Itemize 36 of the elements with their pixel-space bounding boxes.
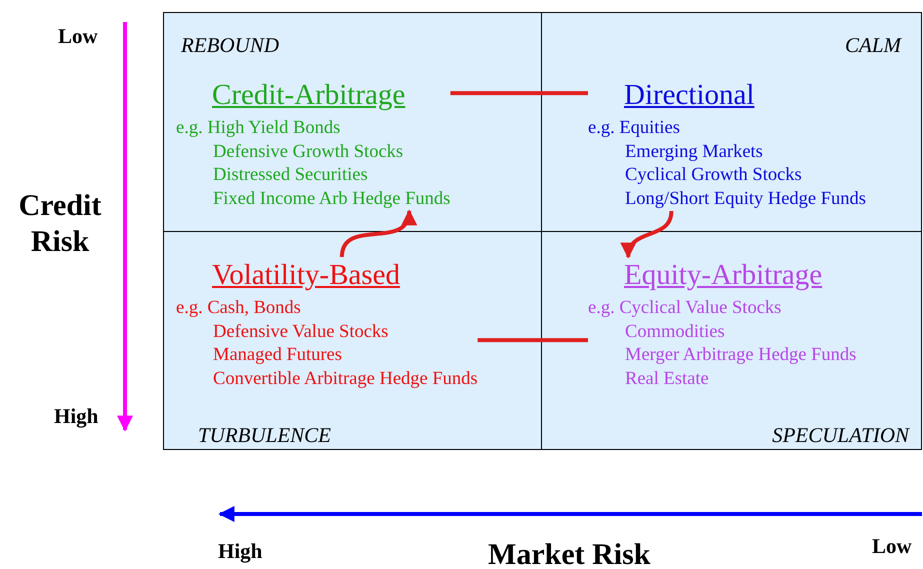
- strategy-heading: Equity-Arbitrage: [624, 258, 822, 293]
- strategy-heading: Credit-Arbitrage: [212, 78, 406, 113]
- example-item: Long/Short Equity Hedge Funds: [625, 188, 866, 210]
- example-item: Emerging Markets: [625, 140, 763, 164]
- example-item: Defensive Value Stocks: [213, 320, 388, 344]
- example-item: e.g. Equities: [588, 117, 680, 140]
- axis-end-label: High: [218, 539, 262, 564]
- example-item: Real Estate: [625, 368, 709, 390]
- axis-title: Market Risk: [488, 538, 650, 569]
- quadrant-panel: [541, 231, 922, 450]
- strategy-heading: Volatility-Based: [212, 258, 400, 293]
- quadrant-panel: [163, 231, 542, 450]
- example-item: Commodities: [625, 320, 725, 344]
- axis-end-label: Low: [872, 534, 912, 559]
- example-item: e.g. High Yield Bonds: [176, 117, 340, 140]
- quadrant-panel: [541, 12, 922, 232]
- strategy-heading: Directional: [624, 78, 754, 113]
- axis-end-label: High: [54, 404, 98, 429]
- quadrant-title: TURBULENCE: [198, 423, 332, 448]
- example-item: Defensive Growth Stocks: [213, 140, 404, 164]
- quadrant-panel: [163, 12, 542, 232]
- example-item: Fixed Income Arb Hedge Funds: [213, 188, 450, 210]
- example-item: Distressed Securities: [213, 164, 368, 187]
- cycle-arrow: [340, 209, 415, 258]
- quadrant-title: REBOUND: [181, 33, 279, 58]
- example-item: e.g. Cash, Bonds: [176, 297, 301, 320]
- example-item: Managed Futures: [213, 344, 342, 367]
- example-item: e.g. Cyclical Value Stocks: [588, 297, 782, 320]
- quadrant-title: SPECULATION: [772, 423, 909, 448]
- example-item: Cyclical Growth Stocks: [625, 164, 802, 187]
- example-item: Merger Arbitrage Hedge Funds: [625, 344, 856, 367]
- cycle-arrow: [622, 210, 674, 259]
- quadrant-title: CALM: [844, 33, 901, 58]
- axis-title: Credit Risk: [18, 188, 102, 260]
- example-item: Convertible Arbitrage Hedge Funds: [213, 368, 478, 390]
- axis-end-label: Low: [58, 24, 98, 49]
